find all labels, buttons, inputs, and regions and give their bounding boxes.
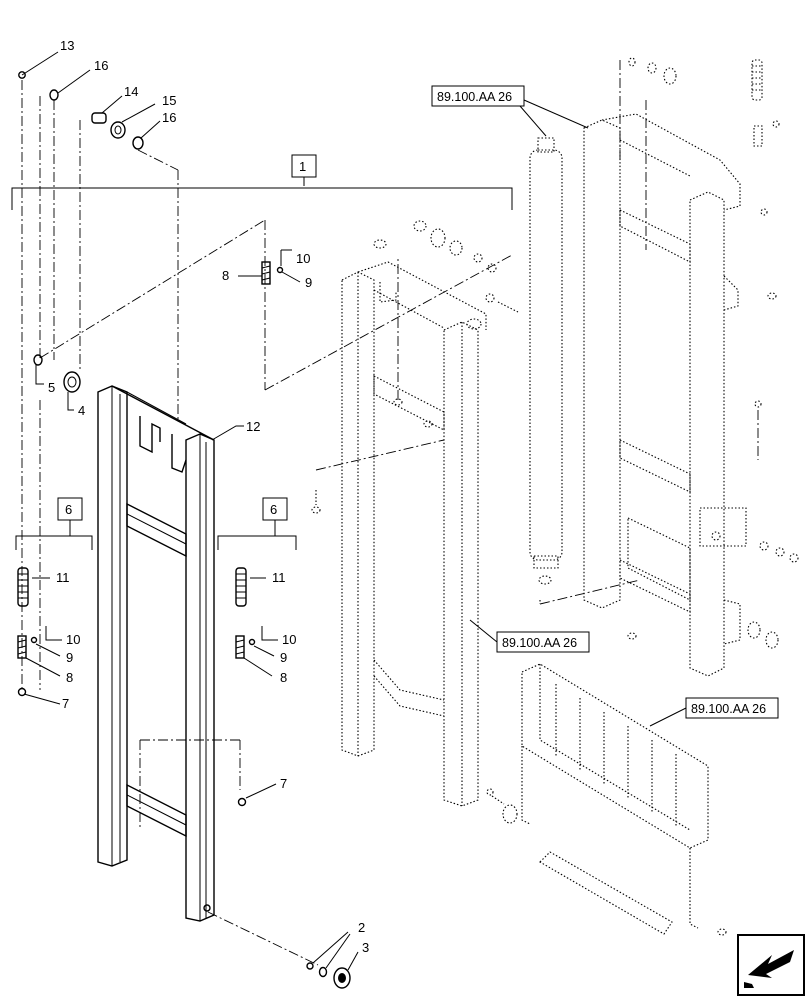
callout-14: 14	[124, 84, 138, 99]
group-bracket-6-right: 6	[217, 497, 297, 550]
callout-12: 12	[246, 419, 260, 434]
part-13-nut	[18, 51, 59, 79]
callout-9-upper: 9	[305, 275, 312, 290]
part-15-roller	[110, 103, 156, 139]
group-bracket-1: 1	[11, 154, 513, 210]
part-8-9-10-left	[17, 626, 62, 677]
callout-5: 5	[48, 380, 55, 395]
part-16-washer-right	[132, 120, 161, 150]
part-8-9-10-right	[235, 626, 278, 677]
part-3-roller	[333, 951, 359, 989]
reference-label-cylinder: 89.100.AA 26	[431, 85, 589, 137]
part-4-roller	[63, 371, 81, 411]
callout-10-upper: 10	[296, 251, 310, 266]
part-11-chain-left	[17, 567, 50, 607]
part-14-bushing	[91, 95, 123, 124]
svg-text:89.100.AA 26: 89.100.AA 26	[691, 702, 766, 716]
callout-11-right: 11	[272, 570, 286, 585]
reference-label-backrest: 89.100.AA 26	[649, 697, 779, 727]
callout-13: 13	[60, 38, 74, 53]
callout-9-left: 9	[66, 650, 73, 665]
middle-mast-reference	[311, 220, 519, 824]
svg-text:89.100.AA 26: 89.100.AA 26	[502, 636, 577, 650]
group-bracket-6-left: 6	[15, 497, 93, 550]
callout-16-top: 16	[94, 58, 108, 73]
inner-mast-12	[97, 385, 244, 922]
callout-9-right: 9	[280, 650, 287, 665]
svg-text:89.100.AA 26: 89.100.AA 26	[437, 90, 512, 104]
part-5-ring	[33, 354, 44, 385]
part-16-washer-top	[49, 69, 91, 101]
callout-3: 3	[362, 940, 369, 955]
centerlines-inner-mast	[39, 400, 319, 966]
callout-2: 2	[358, 920, 365, 935]
part-8-9-10-upper	[238, 249, 301, 285]
part-2-washers	[306, 931, 351, 978]
callout-7-left: 7	[62, 696, 69, 711]
callout-11-left: 11	[56, 570, 70, 585]
centerlines-top-left	[21, 80, 513, 690]
callout-4: 4	[78, 403, 85, 418]
callout-1: 1	[299, 159, 306, 174]
arrow-icon[interactable]	[737, 934, 805, 996]
callout-8-right: 8	[280, 670, 287, 685]
part-7-nut-right	[237, 783, 277, 807]
callout-6-left: 6	[65, 502, 72, 517]
lift-cylinder-reference	[529, 137, 563, 585]
load-backrest-reference	[521, 663, 727, 936]
callout-8-upper: 8	[222, 268, 229, 283]
part-11-chain-right	[235, 567, 266, 607]
callout-10-right: 10	[282, 632, 296, 647]
part-7-nut-left	[17, 687, 61, 705]
reference-label-middle-mast: 89.100.AA 26	[469, 619, 590, 653]
callout-6-right: 6	[270, 502, 277, 517]
callout-16-right: 16	[162, 110, 176, 125]
outer-mast-reference	[539, 57, 799, 677]
callout-15: 15	[162, 93, 176, 108]
callout-7-right: 7	[280, 776, 287, 791]
callout-8-left: 8	[66, 670, 73, 685]
callout-10-left: 10	[66, 632, 80, 647]
